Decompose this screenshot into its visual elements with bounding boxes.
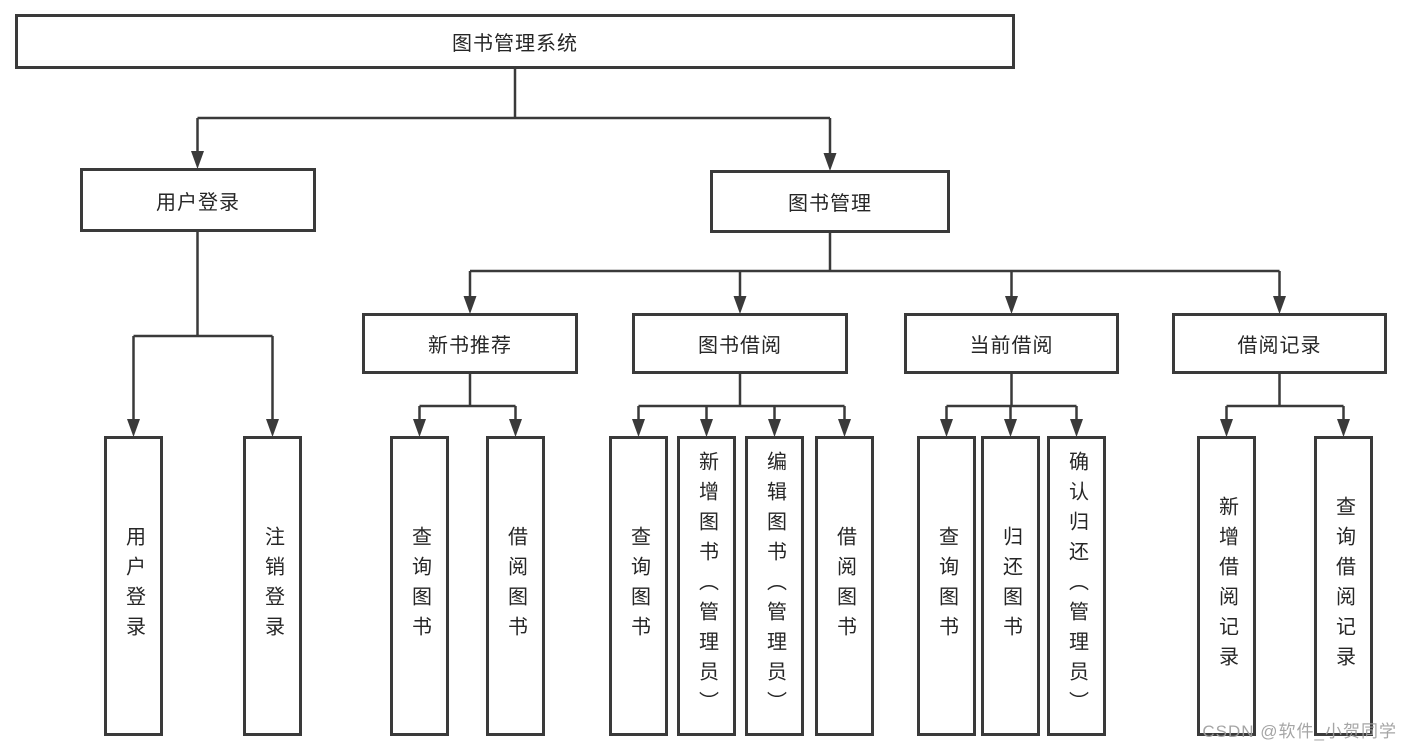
- node-current-borrowing: 当前借阅: [904, 313, 1119, 374]
- arrowhead: [266, 419, 279, 437]
- leaf-query-borrow-record: 查询借阅记录: [1314, 436, 1373, 736]
- leaf-label: 确认归还（管理员）: [1065, 451, 1088, 721]
- arrowhead: [127, 419, 140, 437]
- arrowhead: [823, 153, 837, 171]
- connector-book-borrowing-to-leaves: [637, 373, 846, 420]
- node-book-borrowing: 图书借阅: [632, 313, 848, 374]
- connector-borrow-records-to-leaves: [1225, 373, 1345, 420]
- arrowhead: [632, 419, 645, 437]
- node-label: 用户登录: [156, 191, 240, 214]
- leaf-borrow-books: 借阅图书: [815, 436, 874, 736]
- node-book-management: 图书管理: [710, 170, 950, 233]
- leaf-label: 新增借阅记录: [1215, 496, 1238, 676]
- node-new-book-recommendation: 新书推荐: [362, 313, 578, 374]
- leaf-query-books-recommendation: 查询图书: [390, 436, 449, 736]
- arrowhead: [1337, 419, 1350, 437]
- node-user-login: 用户登录: [80, 168, 316, 232]
- leaf-add-books-admin: 新增图书（管理员）: [677, 436, 736, 736]
- leaf-borrow-books-recommendation: 借阅图书: [486, 436, 545, 736]
- arrowhead: [1273, 296, 1286, 314]
- node-label: 新书推荐: [428, 335, 512, 357]
- leaf-label: 注销登录: [261, 526, 284, 646]
- connector-new-books-to-leaves: [418, 373, 517, 420]
- leaf-query-books-borrowing: 查询图书: [609, 436, 668, 736]
- leaf-label: 新增图书（管理员）: [695, 451, 718, 721]
- arrowhead: [1070, 419, 1083, 437]
- connector-user-login-to-leaves: [132, 232, 274, 420]
- leaf-add-borrow-record: 新增借阅记录: [1197, 436, 1256, 736]
- arrowhead: [413, 419, 426, 437]
- connector-root-to-level2: [196, 68, 832, 155]
- leaf-return-books: 归还图书: [981, 436, 1040, 736]
- leaf-query-books-current: 查询图书: [917, 436, 976, 736]
- csdn-watermark: CSDN @软件_小贺同学: [1202, 722, 1397, 741]
- arrowhead: [191, 151, 204, 169]
- connector-book-mgmt-to-level3: [468, 233, 1281, 298]
- arrowhead: [838, 419, 851, 437]
- leaf-label: 借阅图书: [504, 526, 527, 646]
- leaf-label: 查询图书: [627, 526, 650, 646]
- arrowhead: [768, 419, 781, 437]
- leaf-label: 查询图书: [935, 526, 958, 646]
- node-label: 图书管理: [788, 193, 872, 215]
- leaf-label: 借阅图书: [833, 526, 856, 646]
- arrowhead: [733, 296, 747, 314]
- node-label: 图书借阅: [698, 335, 782, 357]
- arrowhead: [700, 419, 713, 437]
- arrowhead: [509, 419, 522, 437]
- node-label: 图书管理系统: [452, 33, 578, 55]
- arrowhead: [1005, 296, 1018, 314]
- arrowhead: [940, 419, 953, 437]
- leaf-logout: 注销登录: [243, 436, 302, 736]
- leaf-label: 编辑图书（管理员）: [763, 451, 786, 721]
- arrowhead: [463, 296, 477, 314]
- leaf-label: 查询图书: [408, 526, 431, 646]
- node-label: 借阅记录: [1237, 335, 1322, 357]
- leaf-label: 查询借阅记录: [1332, 496, 1355, 676]
- connector-current-borrowing-to-leaves: [945, 373, 1078, 420]
- node-borrowing-records: 借阅记录: [1172, 313, 1387, 374]
- node-label: 当前借阅: [969, 335, 1054, 357]
- leaf-label: 用户登录: [122, 526, 145, 646]
- node-library-management-system: 图书管理系统: [15, 14, 1015, 69]
- arrowhead: [1004, 419, 1017, 437]
- arrowhead: [1220, 419, 1233, 437]
- leaf-label: 归还图书: [999, 526, 1022, 646]
- leaf-edit-books-admin: 编辑图书（管理员）: [745, 436, 804, 736]
- leaf-confirm-return-admin: 确认归还（管理员）: [1047, 436, 1106, 736]
- leaf-user-login: 用户登录: [104, 436, 163, 736]
